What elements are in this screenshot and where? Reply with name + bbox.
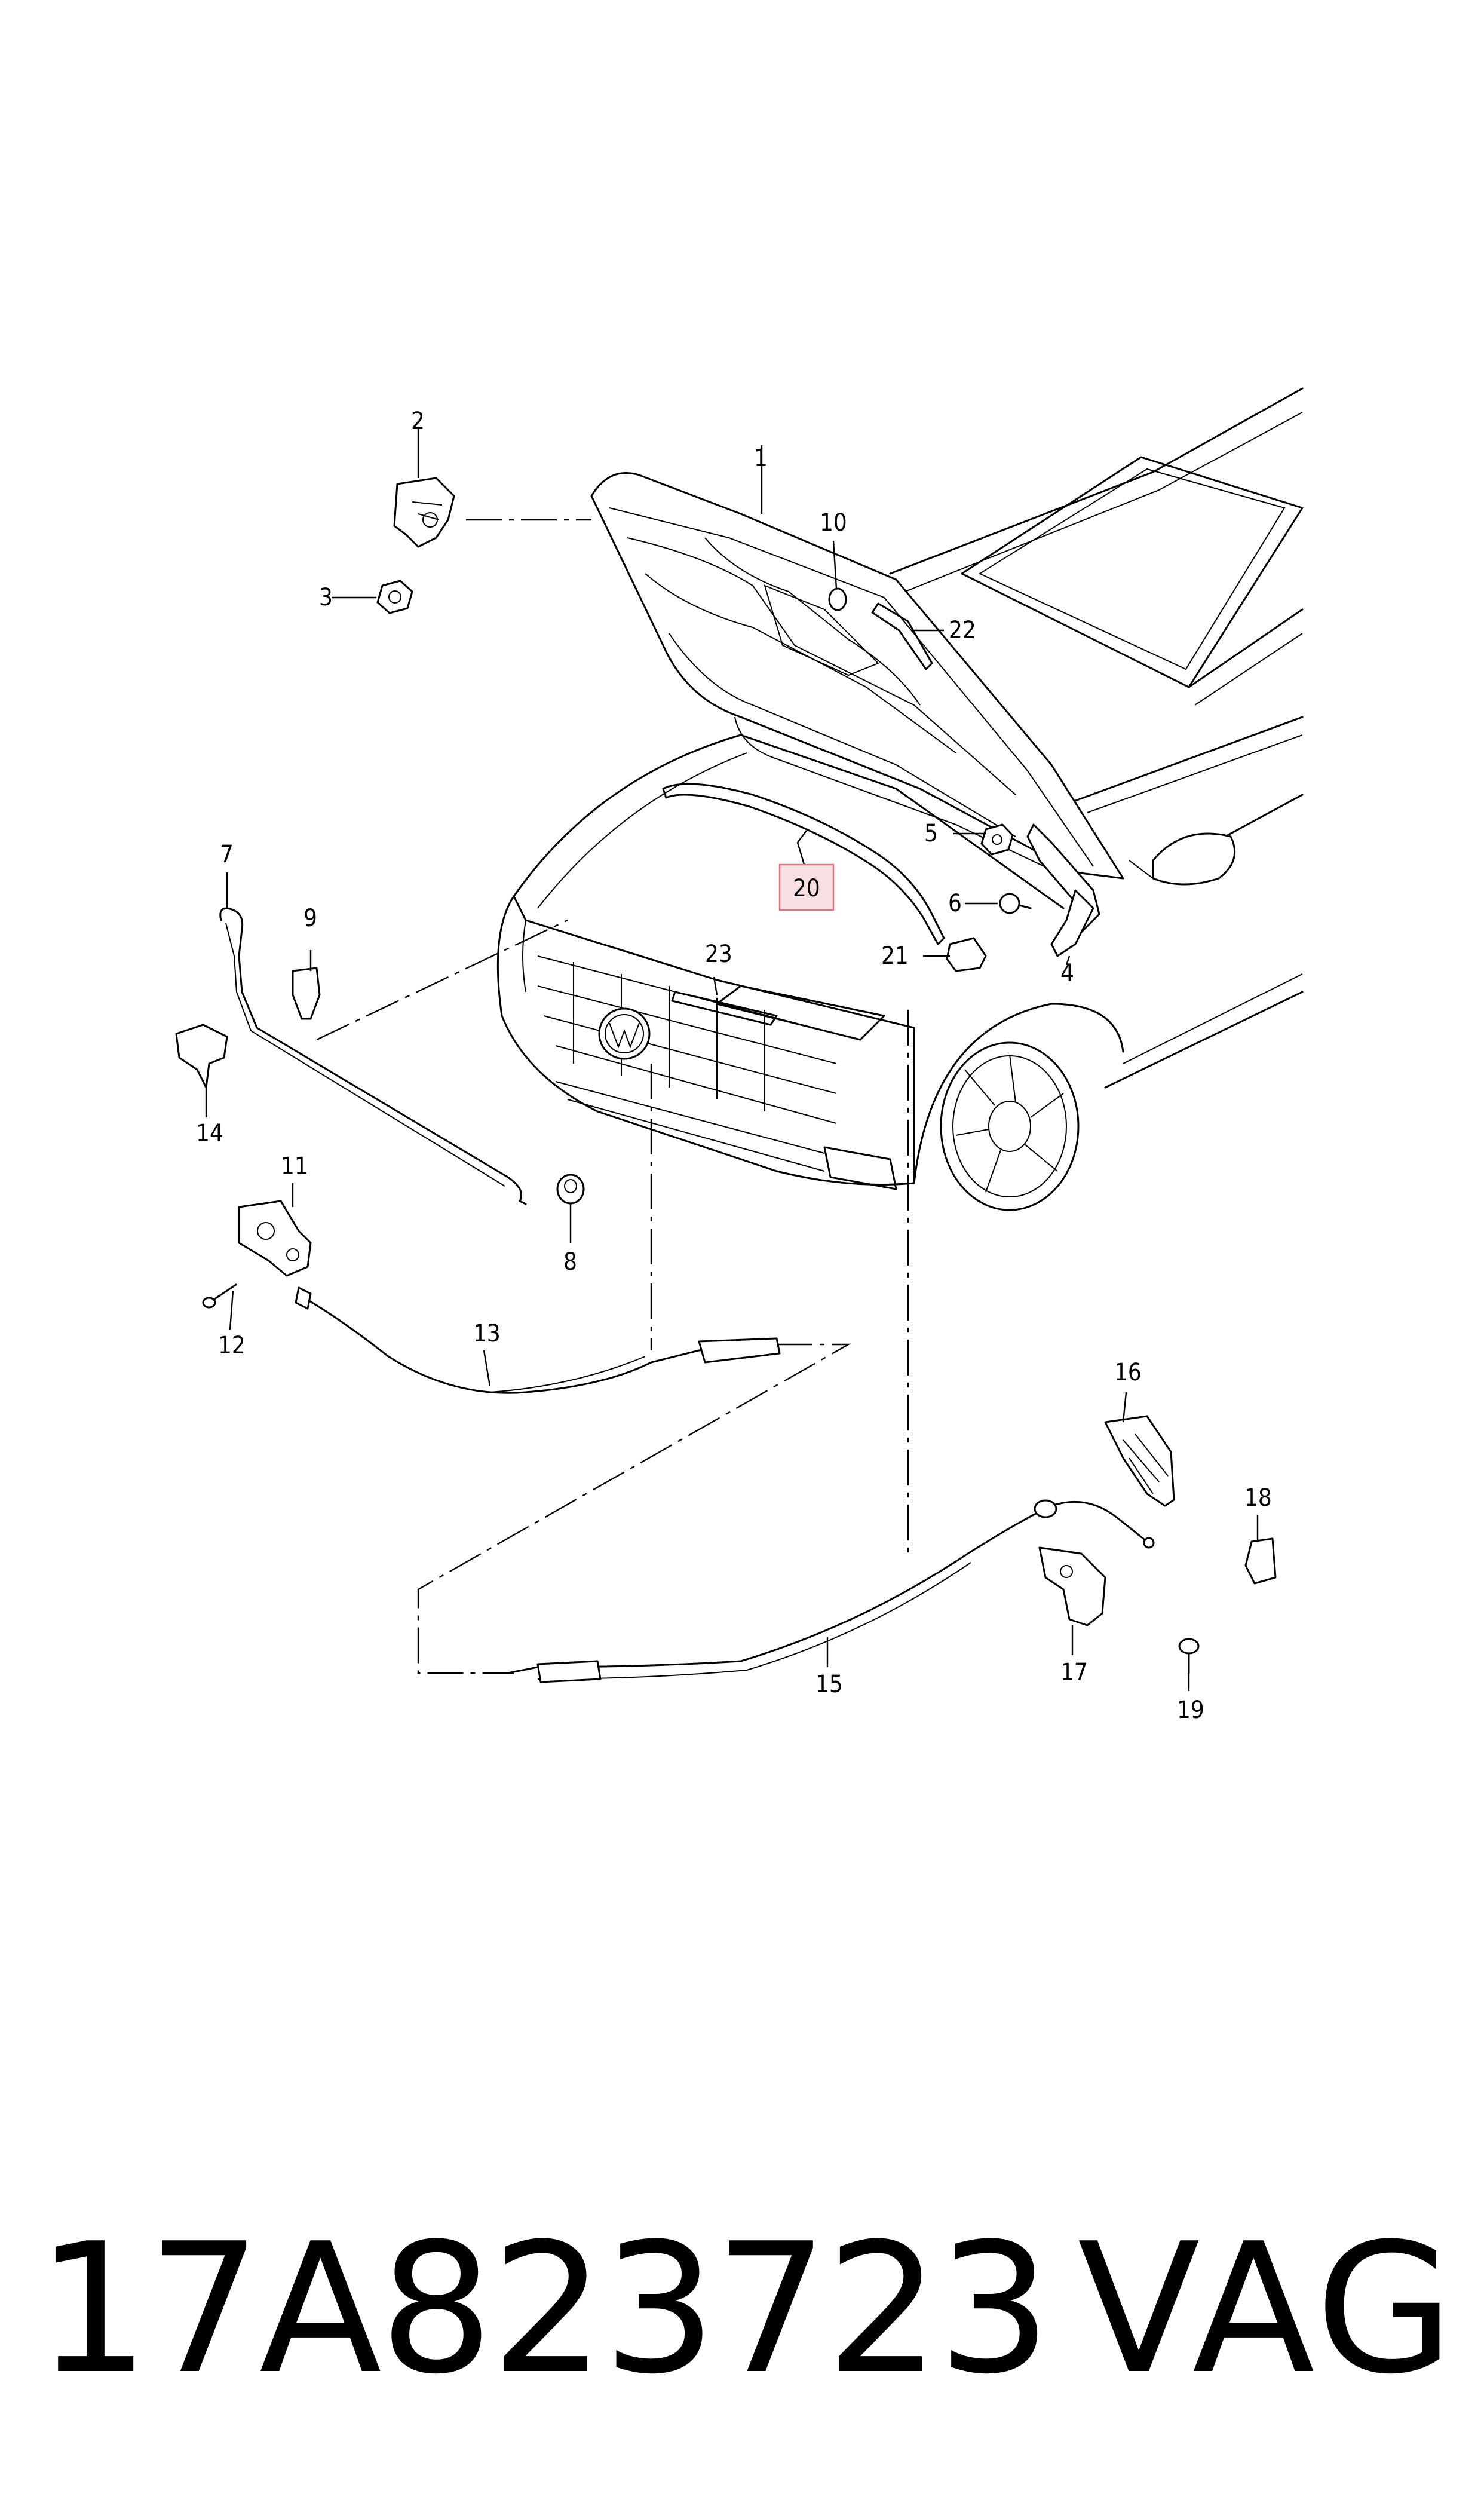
leader-lines — [205, 427, 1259, 1691]
cap-8 — [556, 1174, 585, 1205]
callout-5: 5 — [924, 820, 938, 847]
callout-17: 17 — [1060, 1659, 1088, 1686]
seal-20 — [662, 783, 945, 945]
callout-23: 23 — [705, 941, 732, 968]
callout-18: 18 — [1244, 1484, 1272, 1512]
callout-2: 2 — [411, 408, 425, 435]
clip-18 — [1244, 1537, 1277, 1585]
callout-22: 22 — [949, 617, 976, 644]
brand-name: VAG — [1077, 2205, 1458, 2413]
bolt-12 — [202, 1283, 237, 1309]
nut-5 — [980, 823, 1014, 856]
lock-part-2 — [393, 477, 455, 548]
callout-1: 1 — [754, 445, 768, 472]
callout-6: 6 — [948, 890, 962, 917]
car-body — [496, 387, 1304, 1211]
cable-13 — [295, 1286, 781, 1394]
cable-15 — [507, 1499, 1155, 1683]
bolt-6 — [999, 893, 1032, 914]
hinge-4 — [1026, 823, 1100, 957]
callout-14: 14 — [196, 1120, 223, 1147]
callout-20: 20 — [793, 875, 820, 902]
callout-8: 8 — [563, 1248, 577, 1276]
callout-21: 21 — [881, 942, 909, 970]
nut-3 — [376, 580, 413, 614]
callout-4: 4 — [1060, 960, 1074, 987]
reference-lines — [316, 519, 909, 1674]
callout-16: 16 — [1114, 1359, 1142, 1386]
callout-7: 7 — [220, 841, 234, 868]
callout-13: 13 — [473, 1320, 501, 1347]
clip-14 — [175, 1024, 228, 1089]
clip-9 — [292, 967, 321, 1020]
callout-11: 11 — [281, 1153, 308, 1180]
callout-labels: 1 2 3 10 22 5 6 21 4 20 23 7 9 14 8 11 1… — [196, 408, 1272, 1724]
callout-3: 3 — [319, 584, 333, 611]
callout-12: 12 — [218, 1332, 246, 1359]
footer: 17A823723 VAG — [36, 2211, 1458, 2408]
callout-10: 10 — [820, 509, 847, 537]
hood-support-rod — [219, 907, 527, 1205]
buffer-10 — [828, 587, 847, 611]
bracket-21 — [946, 937, 987, 972]
callout-19: 19 — [1177, 1696, 1204, 1724]
callout-15: 15 — [815, 1671, 843, 1698]
screw-19 — [1178, 1638, 1200, 1674]
seal-22 — [871, 602, 933, 670]
highlight-box — [778, 863, 835, 911]
bracket-17 — [1038, 1546, 1106, 1626]
lock-11 — [238, 1200, 312, 1277]
hood-panel — [590, 472, 1124, 880]
part-number: 17A823723 — [36, 2205, 1051, 2413]
callout-9: 9 — [303, 905, 317, 932]
handle-16 — [1104, 1415, 1175, 1507]
